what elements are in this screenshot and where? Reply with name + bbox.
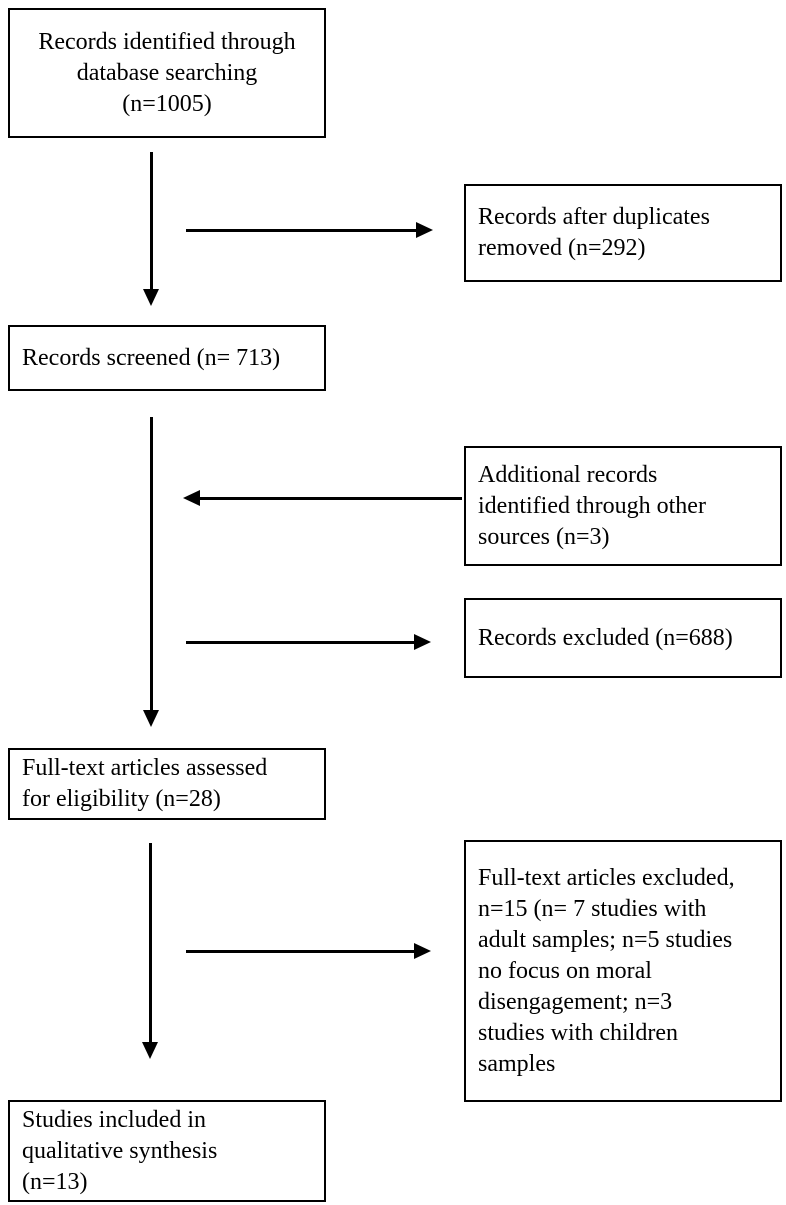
arrowhead-right: [416, 222, 433, 238]
arrowhead-right: [414, 634, 431, 650]
arrow-line: [186, 950, 416, 953]
box-records-screened-text: Records screened (n= 713): [22, 344, 281, 371]
box-fulltext-excluded-text: Full-text articles excluded, n=15 (n= 7 …: [478, 864, 735, 1077]
box-additional-records: Additional records identified through ot…: [464, 446, 782, 566]
box-records-excluded-text: Records excluded (n=688): [478, 624, 733, 651]
arrow-line: [150, 417, 153, 713]
box-records-screened: Records screened (n= 713): [8, 325, 326, 391]
box-studies-included-text: Studies included in qualitative synthesi…: [22, 1106, 218, 1195]
arrow-line: [150, 152, 153, 292]
box-records-identified: Records identified through database sear…: [8, 8, 326, 138]
box-fulltext-excluded: Full-text articles excluded, n=15 (n= 7 …: [464, 840, 782, 1102]
arrow-line: [200, 497, 462, 500]
arrowhead-down: [143, 289, 159, 306]
box-records-identified-text: Records identified through database sear…: [38, 28, 296, 117]
arrowhead-right: [414, 943, 431, 959]
arrow-line: [186, 641, 416, 644]
box-studies-included: Studies included in qualitative synthesi…: [8, 1100, 326, 1202]
box-additional-records-text: Additional records identified through ot…: [478, 461, 706, 550]
arrowhead-left: [183, 490, 200, 506]
box-duplicates-removed-text: Records after duplicates removed (n=292): [478, 204, 710, 261]
box-fulltext-assessed-text: Full-text articles assessed for eligibil…: [22, 755, 268, 812]
arrow-line: [186, 229, 418, 232]
box-records-excluded: Records excluded (n=688): [464, 598, 782, 678]
arrowhead-down: [142, 1042, 158, 1059]
arrowhead-down: [143, 710, 159, 727]
arrow-line: [149, 843, 152, 1045]
box-fulltext-assessed: Full-text articles assessed for eligibil…: [8, 748, 326, 820]
box-duplicates-removed: Records after duplicates removed (n=292): [464, 184, 782, 282]
